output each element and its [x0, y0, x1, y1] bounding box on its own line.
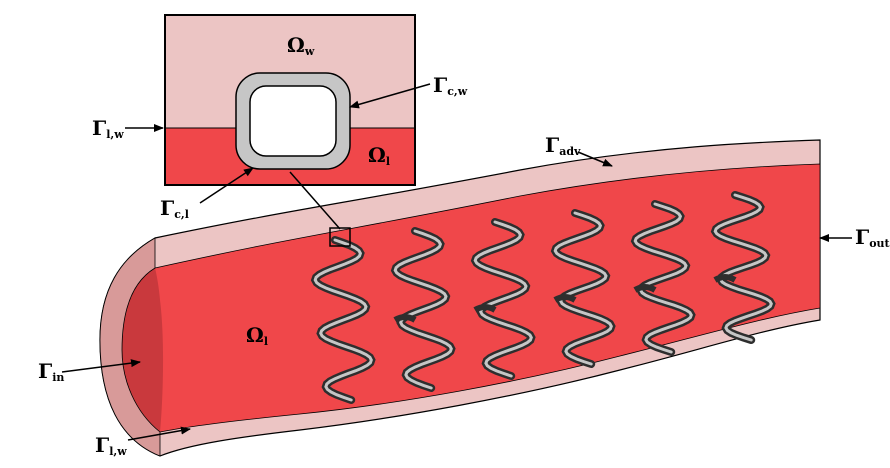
label-omega-w: Ωw	[287, 33, 315, 58]
strut-hollow	[249, 85, 337, 157]
label-gamma-adv: Γadv	[545, 133, 581, 158]
label-omega-l-inset: Ωl	[368, 143, 390, 168]
arrows	[61, 83, 852, 441]
label-gamma-lw-main: Γl,w	[95, 433, 127, 458]
stent-connector-2	[473, 304, 497, 313]
stent-connector-3	[553, 294, 577, 303]
stent	[310, 191, 776, 404]
stent-ring-highlight-3	[473, 220, 533, 378]
stent-ring-highlight-1	[313, 238, 373, 402]
artery-vessel	[99, 139, 821, 457]
label-gamma-cl: Γc,l	[160, 196, 189, 221]
arrow-gamma-in	[61, 359, 141, 373]
stent-connector-1	[393, 314, 417, 323]
zoom-connector	[289, 171, 341, 230]
label-omega-l-main: Ωl	[246, 323, 268, 348]
inset-frame	[164, 14, 416, 186]
label-gamma-out: Γout	[855, 225, 890, 250]
stent-ring-highlight-4	[553, 211, 613, 366]
label-gamma-lw-inset: Γl,w	[92, 116, 124, 141]
stent-ring-highlight-5	[633, 202, 693, 354]
stent-connector-4	[633, 284, 657, 293]
arrow-gamma-lw-main	[127, 426, 191, 441]
stent-connector-5	[713, 274, 737, 283]
label-gamma-in: Γin	[38, 359, 64, 384]
inset-cross-section	[164, 14, 416, 186]
stent-ring-highlight-2	[393, 229, 453, 390]
label-gamma-cw: Γc,w	[433, 73, 468, 98]
inlet-face	[122, 268, 164, 432]
arrow-gamma-adv	[577, 151, 613, 167]
arrow-gamma-cl	[199, 167, 254, 204]
inlet-wall-rim	[99, 237, 161, 457]
arrow-gamma-cw	[349, 83, 431, 109]
stent-ring-highlight-6	[713, 193, 773, 342]
